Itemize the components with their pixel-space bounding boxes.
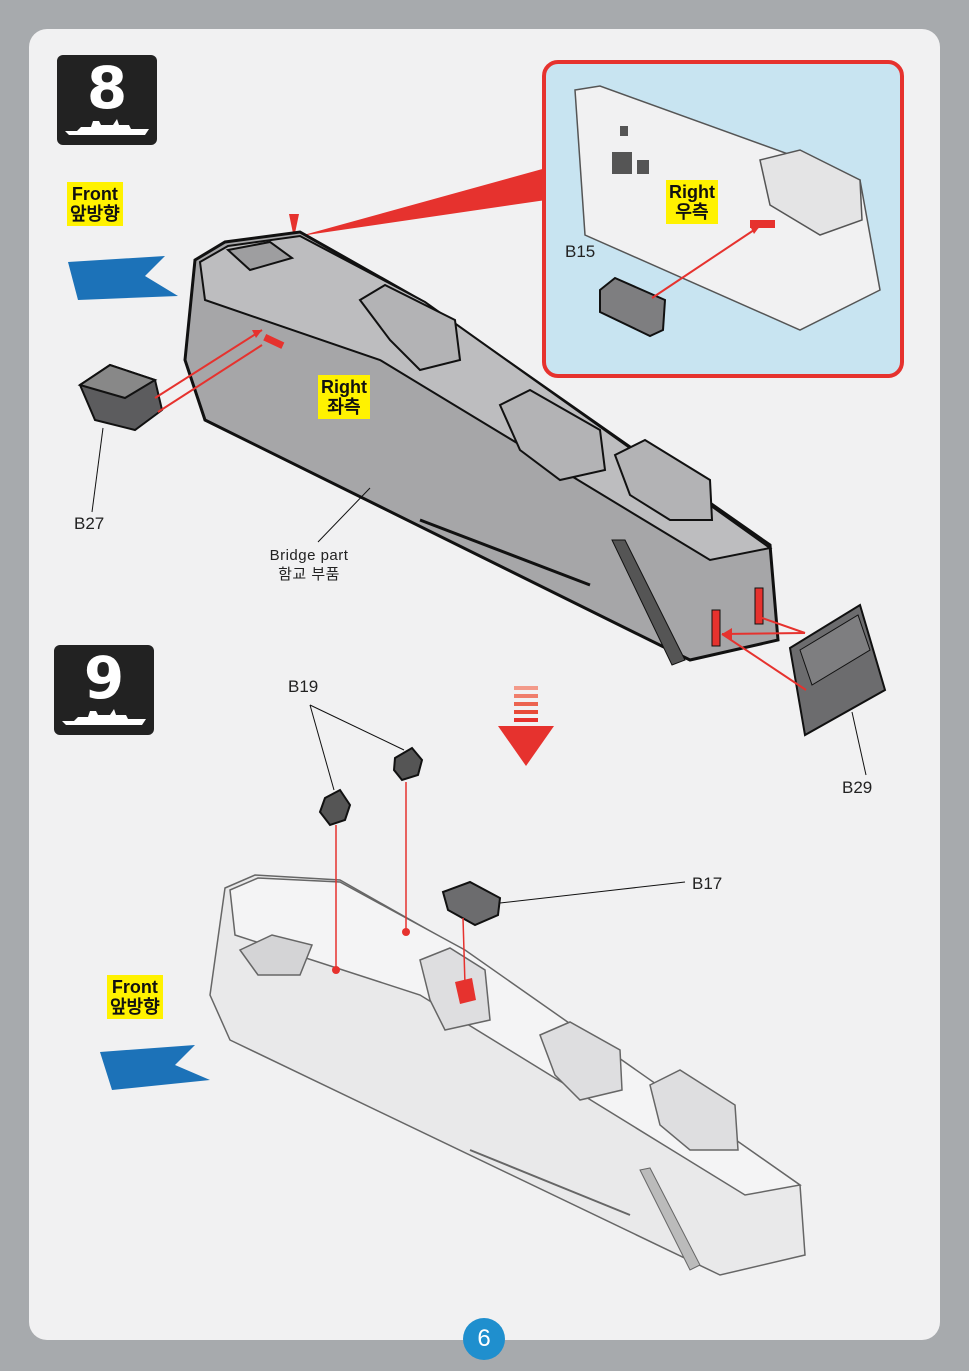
- part-label-b15: B15: [565, 242, 596, 261]
- step-8-number: 8: [86, 54, 128, 122]
- front-label-en: Front: [71, 184, 118, 204]
- part-label-b19: B19: [288, 677, 319, 696]
- bridge-part-label-en: Bridge part: [269, 547, 349, 564]
- ship-silhouette-icon: [62, 709, 146, 725]
- part-label-b29: B29: [842, 778, 873, 797]
- next-step-down-arrow: [498, 686, 554, 766]
- right-label-step8: Right 좌측: [318, 375, 370, 419]
- right-label-kr: 좌측: [327, 397, 361, 417]
- callout-marker: [289, 214, 299, 238]
- step-9-badge: 9: [54, 645, 154, 735]
- part-b17: [441, 880, 686, 986]
- page-number-badge: 6: [463, 1318, 505, 1360]
- hull-step9: [209, 874, 806, 1276]
- front-direction-arrow: [100, 1045, 210, 1090]
- bridge-leader-line: [317, 487, 371, 543]
- step-8-badge: 8: [57, 55, 157, 145]
- callout-wedge: [300, 168, 546, 236]
- right-label-en: Right: [321, 377, 367, 397]
- right-label-en: Right: [669, 182, 715, 202]
- right-label-inset: Right 우측: [666, 180, 718, 224]
- right-label-kr: 우측: [675, 202, 709, 222]
- part-b29: [721, 603, 887, 776]
- front-label-en: Front: [111, 977, 158, 997]
- part-b19: [309, 704, 424, 968]
- front-label-step9: Front 앞방향: [107, 975, 163, 1019]
- inset-illustration: [574, 85, 881, 338]
- front-label-step8: Front 앞방향: [67, 182, 123, 226]
- bridge-part-label: Bridge part 함교 부품: [254, 546, 364, 584]
- bridge-part-label-kr: 함교 부품: [278, 566, 340, 583]
- part-label-b27: B27: [74, 514, 105, 533]
- part-b27: [77, 329, 263, 513]
- hull-step8: [183, 230, 780, 666]
- front-label-kr: 앞방향: [70, 204, 120, 224]
- front-direction-arrow: [68, 256, 178, 300]
- ship-silhouette-icon: [65, 119, 149, 135]
- part-label-b17: B17: [692, 874, 723, 893]
- step-9-number: 9: [83, 644, 125, 712]
- front-label-kr: 앞방향: [110, 997, 160, 1017]
